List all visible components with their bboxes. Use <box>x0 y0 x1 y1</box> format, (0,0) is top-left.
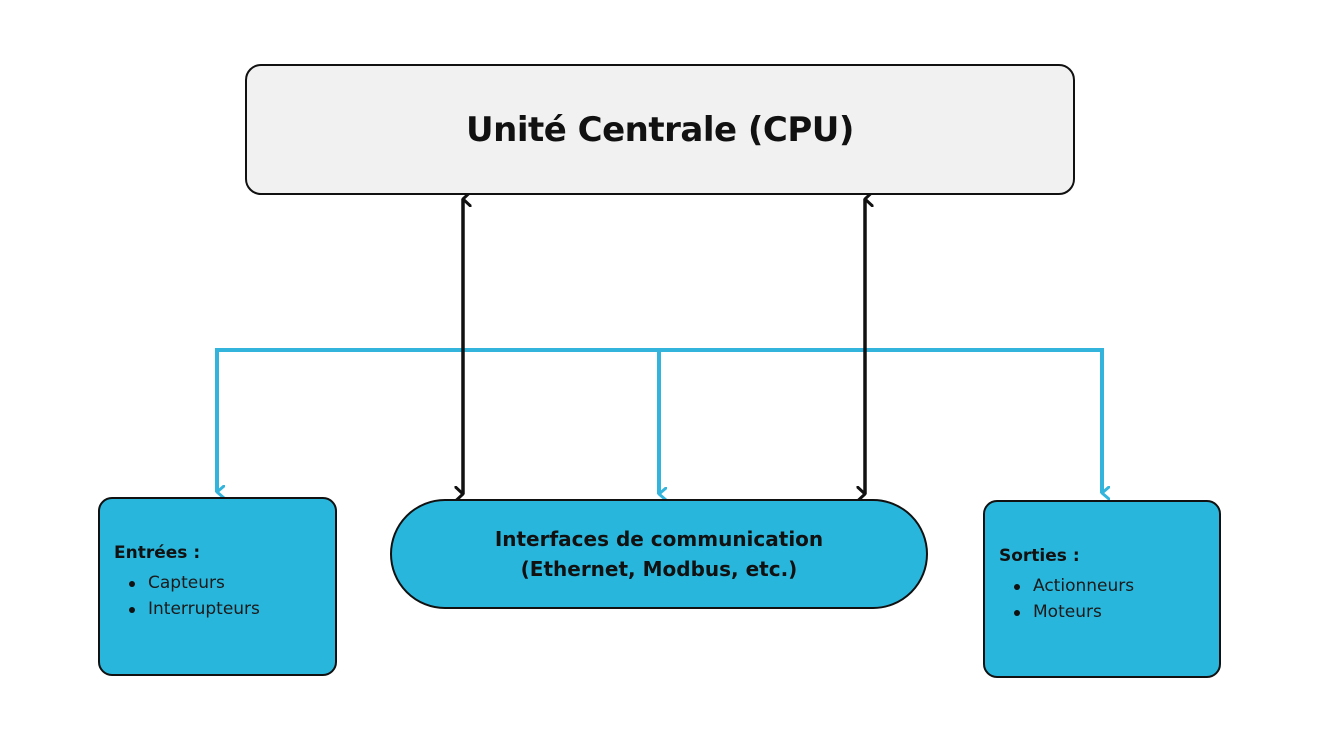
inputs-list-item: Interrupteurs <box>128 596 335 622</box>
outputs-list: Actionneurs Moteurs <box>999 573 1219 625</box>
inputs-list-item: Capteurs <box>128 570 335 596</box>
communication-line-1: Interfaces de communication <box>494 527 824 551</box>
communication-box: Interfaces de communication (Ethernet, M… <box>390 499 928 609</box>
outputs-box: Sorties : Actionneurs Moteurs <box>983 500 1221 678</box>
bullet-icon <box>129 607 135 613</box>
bus-lines <box>215 348 1102 494</box>
inputs-box: Entrées : Capteurs Interrupteurs <box>98 497 337 676</box>
bullet-icon <box>1014 610 1020 616</box>
inputs-list: Capteurs Interrupteurs <box>114 570 335 622</box>
cpu-title: Unité Centrale (CPU) <box>466 109 854 150</box>
inputs-item-label: Capteurs <box>148 573 225 593</box>
outputs-list-item: Actionneurs <box>1013 573 1219 599</box>
communication-text: Interfaces de communication (Ethernet, M… <box>495 524 823 584</box>
cpu-box: Unité Centrale (CPU) <box>245 64 1075 195</box>
outputs-list-item: Moteurs <box>1013 599 1219 625</box>
outputs-item-label: Moteurs <box>1033 602 1102 622</box>
outputs-item-label: Actionneurs <box>1033 576 1135 596</box>
bullet-icon <box>1014 584 1020 590</box>
communication-line-2: (Ethernet, Modbus, etc.) <box>520 557 798 581</box>
inputs-item-label: Interrupteurs <box>148 599 260 619</box>
bullet-icon <box>129 581 135 587</box>
inputs-title: Entrées : <box>114 543 201 563</box>
outputs-title: Sorties : <box>999 546 1080 566</box>
